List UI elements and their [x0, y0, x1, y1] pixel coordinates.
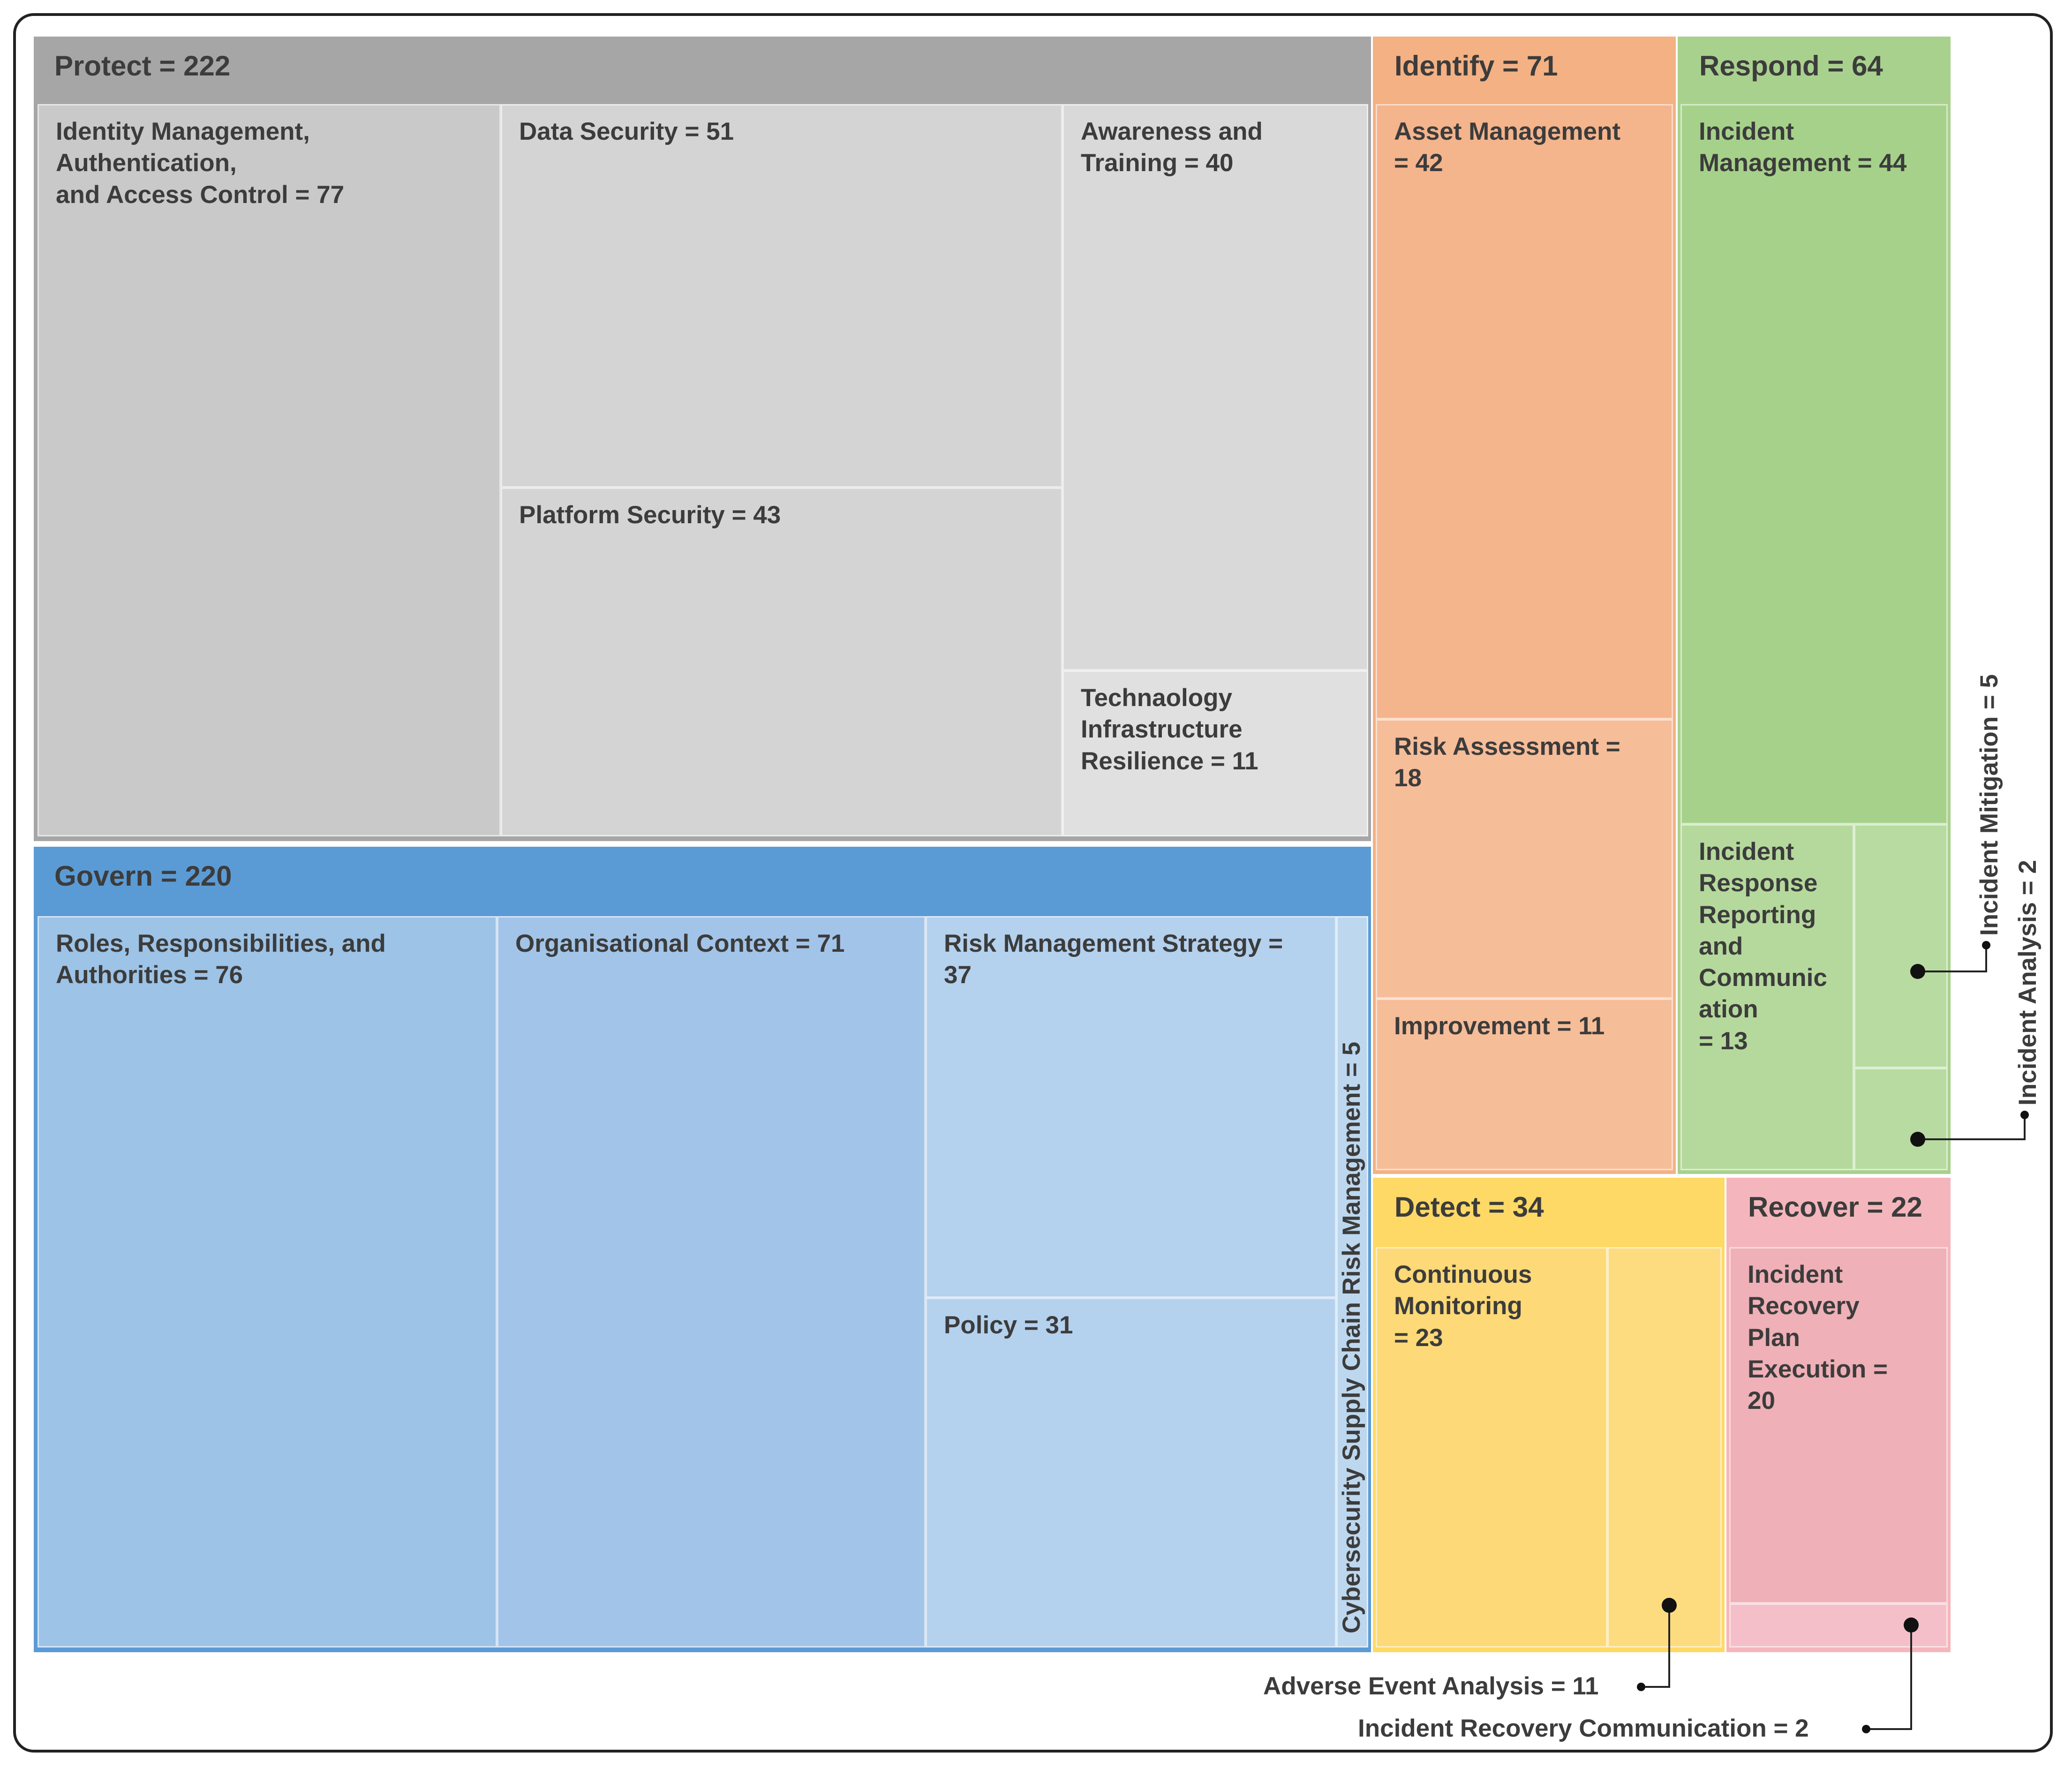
treemap-cell-continuous-monitoring: Continuous Monitoring = 23: [1376, 1247, 1607, 1648]
dot-incident-mitigation: [1910, 964, 1925, 979]
group-label-identify: Identify = 71: [1394, 50, 1558, 82]
dot-recovery-communication: [1904, 1618, 1919, 1633]
dot-incident-mitigation-end: [1982, 941, 1990, 949]
leader-adverse-event-analysis: [1641, 1605, 1670, 1688]
treemap-cell-roles-responsibilities: Roles, Responsibilities, and Authorities…: [38, 916, 497, 1648]
dot-incident-analysis: [1910, 1132, 1925, 1147]
treemap-cell-incident-analysis: [1854, 1068, 1948, 1170]
treemap-cell-organisational-context: Organisational Context = 71: [497, 916, 926, 1648]
group-label-detect: Detect = 34: [1394, 1191, 1544, 1223]
treemap-cell-asset-management: Asset Management = 42: [1376, 104, 1673, 719]
dot-incident-analysis-end: [2020, 1111, 2029, 1119]
group-label-respond: Respond = 64: [1699, 50, 1883, 82]
treemap-cell-supply-chain-risk: [1336, 916, 1368, 1648]
group-label-protect: Protect = 222: [54, 50, 231, 82]
leader-incident-analysis: [1918, 1115, 2026, 1140]
treemap-cell-infrastructure-resilience: Technaology Infrastructure Resilience = …: [1062, 670, 1368, 836]
treemap-cell-recovery-plan-execution: Incident Recovery Plan Execution = 20: [1729, 1247, 1948, 1603]
group-label-govern: Govern = 220: [54, 860, 232, 892]
treemap-cell-incident-management: Incident Management = 44: [1680, 104, 1948, 824]
treemap-cell-incident-response-reporting: Incident Response Reporting and Communic…: [1680, 824, 1854, 1170]
leader-recovery-communication: [1866, 1625, 1912, 1730]
treemap-cell-improvement: Improvement = 11: [1376, 999, 1673, 1170]
treemap-cell-adverse-event-analysis: [1607, 1247, 1722, 1648]
treemap-cell-incident-mitigation: [1854, 824, 1948, 1068]
treemap-cell-awareness-training: Awareness and Training = 40: [1062, 104, 1368, 670]
dot-recovery-communication-end: [1862, 1725, 1870, 1733]
treemap-cell-policy: Policy = 31: [926, 1298, 1336, 1648]
dot-adverse-event-analysis-end: [1637, 1683, 1645, 1691]
callout-incident-mitigation: Incident Mitigation = 5: [1975, 674, 2003, 936]
treemap-cell-data-security: Data Security = 51: [501, 104, 1062, 488]
treemap-cell-risk-management-strategy: Risk Management Strategy = 37: [926, 916, 1336, 1298]
treemap-cell-platform-security: Platform Security = 43: [501, 488, 1062, 836]
callout-adverse-event-analysis: Adverse Event Analysis = 11: [1263, 1672, 1599, 1700]
callout-recovery-communication: Incident Recovery Communication = 2: [1358, 1715, 1809, 1742]
treemap-cell-identity-management: Identity Management, Authentication, and…: [38, 104, 501, 836]
dot-adverse-event-analysis: [1662, 1598, 1677, 1613]
group-label-recover: Recover = 22: [1748, 1191, 1922, 1223]
treemap-cell-risk-assessment: Risk Assessment = 18: [1376, 719, 1673, 999]
callout-incident-analysis: Incident Analysis = 2: [2014, 860, 2042, 1106]
leader-incident-mitigation: [1918, 945, 1987, 972]
